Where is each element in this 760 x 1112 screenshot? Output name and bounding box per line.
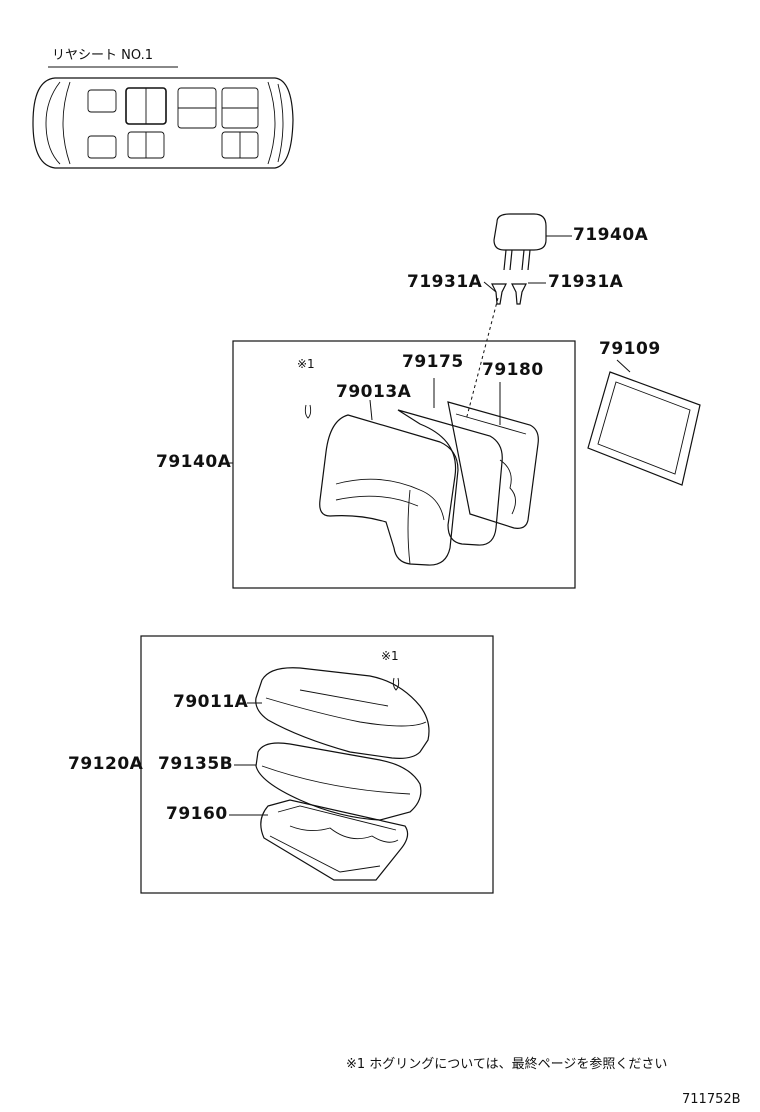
cushion-drawing [255, 667, 430, 881]
part-label-back-cover[interactable]: 79013A [336, 382, 412, 402]
part-label-support-left[interactable]: 71931A [407, 272, 483, 292]
frame-cover-drawing [587, 371, 701, 486]
hog-ring-mark-cushion: ※1 [381, 649, 399, 663]
seatback-assy-box [232, 340, 576, 589]
rear-seat-title: リヤシート NO.1 [52, 48, 153, 63]
leader-lines [135, 235, 631, 816]
part-label-cushion-frame[interactable]: 79160 [166, 804, 228, 824]
hog-ring-footnote: ※1 ホグリングについては、最終ページを参照ください [346, 1057, 668, 1072]
part-label-cushion-cover[interactable]: 79011A [173, 692, 249, 712]
part-label-support-right[interactable]: 71931A [548, 272, 624, 292]
hog-ring-mark-back: ※1 [297, 357, 315, 371]
part-label-headrest[interactable]: 71940A [573, 225, 649, 245]
headrest-supports-drawing [491, 283, 527, 305]
part-label-cushion-assy[interactable]: 79120A [68, 754, 144, 774]
vehicle-seat-map [32, 66, 294, 169]
part-label-cushion-pad[interactable]: 79135B [158, 754, 234, 774]
diagram-id: 711752B [682, 1092, 741, 1107]
part-label-frame-cover[interactable]: 79109 [599, 339, 661, 359]
part-label-back-pad[interactable]: 79175 [402, 352, 464, 372]
seatback-drawing [304, 401, 539, 566]
part-label-back-frame[interactable]: 79180 [482, 360, 544, 380]
part-label-seatback-assy[interactable]: 79140A [156, 452, 232, 472]
headrest-drawing [493, 213, 547, 271]
